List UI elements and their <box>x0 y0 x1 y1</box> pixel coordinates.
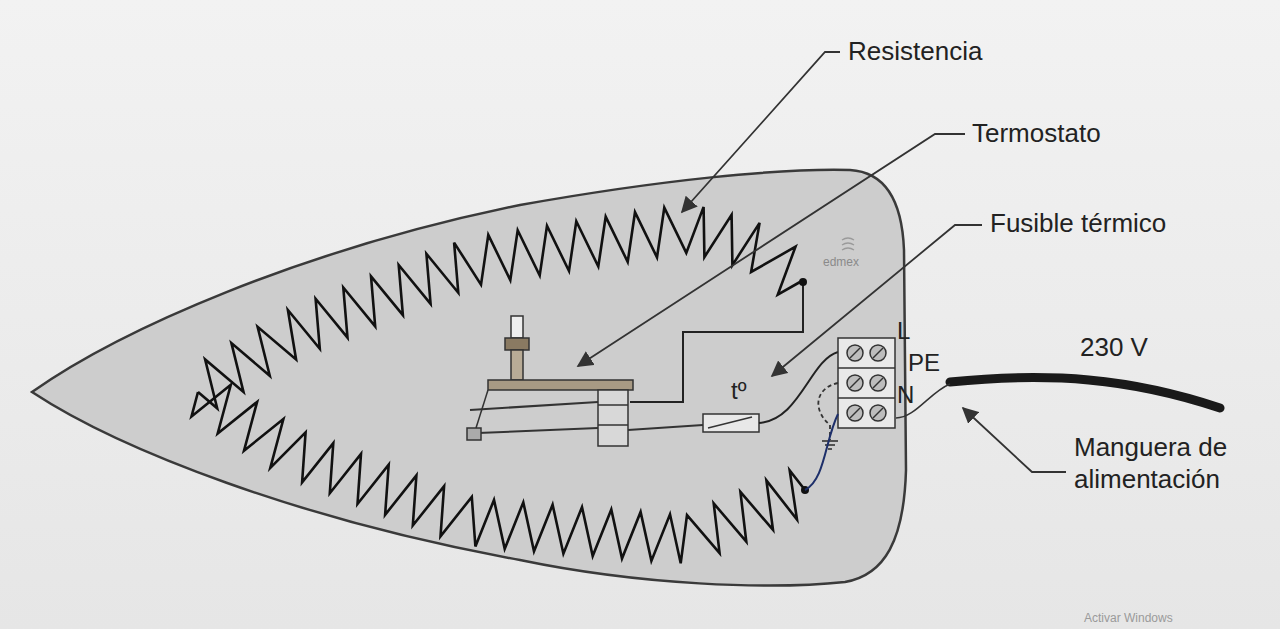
thermostat <box>467 316 703 446</box>
logo-mark <box>842 238 854 250</box>
part-label: Manguera de alimentación <box>1074 432 1270 495</box>
leader-line <box>578 134 965 366</box>
earth-wire <box>818 383 838 440</box>
terminal-screw <box>870 375 886 391</box>
power-cable <box>950 378 1220 408</box>
terminal-screw <box>847 405 863 421</box>
terminal-screw <box>850 348 860 358</box>
terminal-label: L <box>897 316 910 345</box>
leader-line <box>772 225 982 376</box>
terminal-label: N <box>897 380 914 409</box>
leader-line <box>682 52 840 212</box>
terminal-screw <box>850 378 860 388</box>
iron-outline <box>32 170 906 586</box>
terminal-screw <box>850 408 860 418</box>
resistor-coil <box>198 207 800 408</box>
terminal-screw <box>870 345 886 361</box>
voltage-label: 230 V <box>1080 332 1148 364</box>
symbol-label: tº <box>731 376 746 405</box>
terminal-label: PE <box>908 348 940 377</box>
part-label: Resistencia <box>848 36 982 68</box>
wire <box>805 414 838 490</box>
watermark: Activar Windows <box>1084 611 1173 626</box>
wire-dot <box>799 278 807 286</box>
thermal-fuse <box>708 417 752 428</box>
terminal-screw <box>847 375 863 391</box>
thermal-fuse <box>703 414 759 432</box>
terminal-screw <box>873 408 883 418</box>
wire <box>759 352 838 423</box>
terminal-screw <box>873 378 883 388</box>
part-label: Fusible térmico <box>990 208 1166 240</box>
terminal-screw <box>873 348 883 358</box>
terminal-screw <box>847 345 863 361</box>
leader-line <box>963 408 1066 472</box>
terminal-screw <box>870 405 886 421</box>
terminal-block <box>838 338 895 428</box>
wire <box>630 282 803 402</box>
ground-symbol <box>822 441 838 449</box>
watermark-logo: edmex <box>823 255 859 270</box>
resistor-coil <box>192 385 806 564</box>
part-label: Termostato <box>972 118 1101 150</box>
